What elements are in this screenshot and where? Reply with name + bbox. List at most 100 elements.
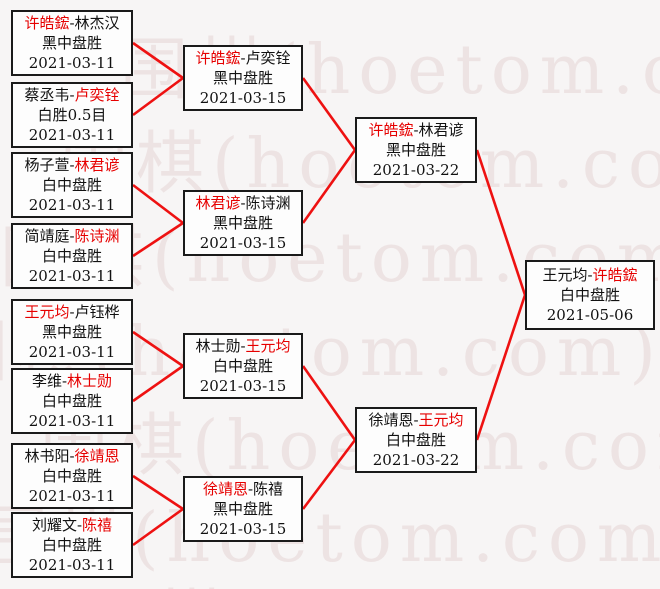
match-date: 2021-03-15 bbox=[199, 234, 287, 252]
player-separator: - bbox=[587, 266, 593, 284]
player-name-loser: 蔡丞韦 bbox=[24, 86, 70, 104]
match-date: 2021-03-15 bbox=[199, 377, 287, 395]
player-separator: - bbox=[69, 86, 75, 104]
match-result: 白中盘胜 bbox=[41, 247, 102, 265]
player-name-loser: 林书阳 bbox=[24, 447, 70, 465]
player-separator: - bbox=[61, 372, 68, 390]
player-name-winner: 徐靖恩 bbox=[202, 480, 248, 498]
match-date: 2021-03-15 bbox=[199, 520, 287, 538]
matchup-line: 林书阳-徐靖恩 bbox=[24, 446, 119, 466]
player-name-winner: 陈诗渊 bbox=[74, 227, 120, 245]
match-box-semifinal-2: 徐靖恩-王元均白中盘胜 2021-03-22 bbox=[355, 407, 477, 473]
player-name-winner: 许皓鋐 bbox=[195, 49, 241, 67]
match-result: 白中盘胜 bbox=[41, 467, 102, 485]
player-name-loser: 林杰汉 bbox=[74, 14, 120, 32]
match-result: 白中盘胜 bbox=[41, 536, 102, 554]
player-name-loser: 刘耀文 bbox=[31, 516, 77, 534]
player-name-loser: 陈禧 bbox=[253, 480, 284, 498]
player-name-winner: 王元均 bbox=[245, 337, 291, 355]
player-name-winner: 林士勋 bbox=[67, 372, 113, 390]
match-date: 2021-03-11 bbox=[28, 343, 116, 361]
match-result: 黑中盘胜 bbox=[212, 69, 273, 87]
match-date: 2021-03-22 bbox=[372, 161, 460, 179]
matchup-line: 李维-林士勋 bbox=[32, 371, 112, 391]
match-result: 白中盘胜 bbox=[41, 392, 102, 410]
match-result: 黑中盘胜 bbox=[385, 141, 446, 159]
matchup-line: 简靖庭-陈诗渊 bbox=[24, 226, 119, 246]
player-name-loser: 林士勋 bbox=[195, 337, 241, 355]
player-separator: - bbox=[69, 14, 75, 32]
match-date: 2021-03-22 bbox=[372, 451, 460, 469]
player-separator: - bbox=[69, 303, 75, 321]
player-name-loser: 徐靖恩 bbox=[368, 411, 414, 429]
player-separator: - bbox=[247, 480, 254, 498]
match-date: 2021-03-11 bbox=[28, 267, 116, 285]
player-name-winner: 王元均 bbox=[418, 411, 464, 429]
player-name-loser: 简靖庭 bbox=[24, 227, 70, 245]
match-date: 2021-03-11 bbox=[28, 412, 116, 430]
match-date: 2021-03-11 bbox=[28, 196, 116, 214]
player-separator: - bbox=[69, 227, 75, 245]
player-name-winner: 林君谚 bbox=[74, 156, 120, 174]
match-result: 白胜0.5目 bbox=[37, 106, 107, 124]
player-name-winner: 林君谚 bbox=[195, 194, 241, 212]
player-name-winner: 许皓鋐 bbox=[592, 266, 638, 284]
matchup-line: 林士勋-王元均 bbox=[195, 336, 290, 356]
match-box-round-2-2: 林君谚-陈诗渊黑中盘胜 2021-03-15 bbox=[183, 190, 303, 256]
player-name-winner: 许皓鋐 bbox=[368, 121, 414, 139]
matchup-line: 徐靖恩-陈禧 bbox=[203, 479, 283, 499]
match-result: 黑中盘胜 bbox=[41, 323, 102, 341]
match-date: 2021-03-15 bbox=[199, 89, 287, 107]
match-date: 2021-03-11 bbox=[28, 126, 116, 144]
matchup-line: 许皓鋐-林君谚 bbox=[368, 120, 463, 140]
player-name-loser: 李维 bbox=[31, 372, 62, 390]
player-separator: - bbox=[240, 49, 246, 67]
player-name-loser: 王元均 bbox=[542, 266, 588, 284]
match-result: 白中盘胜 bbox=[385, 431, 446, 449]
player-name-winner: 许皓鋐 bbox=[24, 14, 70, 32]
player-separator: - bbox=[69, 156, 75, 174]
player-separator: - bbox=[69, 447, 75, 465]
matchup-line: 林君谚-陈诗渊 bbox=[195, 193, 290, 213]
match-date: 2021-05-06 bbox=[546, 306, 634, 324]
watermark-text: 围棋(hoetom.com) bbox=[80, 566, 660, 589]
match-result: 黑中盘胜 bbox=[212, 214, 273, 232]
match-result: 白中盘胜 bbox=[212, 357, 273, 375]
match-box-semifinal-1: 许皓鋐-林君谚黑中盘胜 2021-03-22 bbox=[355, 117, 477, 183]
matchup-line: 刘耀文-陈禧 bbox=[32, 515, 112, 535]
match-result: 黑中盘胜 bbox=[212, 500, 273, 518]
player-separator: - bbox=[76, 516, 83, 534]
player-name-loser: 杨子萱 bbox=[24, 156, 70, 174]
matchup-line: 徐靖恩-王元均 bbox=[368, 410, 463, 430]
matchup-line: 王元均-卢钰桦 bbox=[24, 302, 119, 322]
match-result: 白中盘胜 bbox=[559, 286, 620, 304]
match-date: 2021-03-11 bbox=[28, 487, 116, 505]
player-separator: - bbox=[413, 121, 419, 139]
player-name-loser: 陈诗渊 bbox=[245, 194, 291, 212]
match-box-round-1-5: 王元均-卢钰桦黑中盘胜 2021-03-11 bbox=[11, 299, 133, 365]
matchup-line: 杨子萱-林君谚 bbox=[24, 155, 119, 175]
match-date: 2021-03-11 bbox=[28, 54, 116, 72]
match-result: 白中盘胜 bbox=[41, 176, 102, 194]
player-separator: - bbox=[240, 337, 246, 355]
player-name-winner: 徐靖恩 bbox=[74, 447, 120, 465]
matchup-line: 蔡丞韦-卢奕铨 bbox=[24, 85, 119, 105]
matchup-line: 王元均-许皓鋐 bbox=[542, 265, 637, 285]
match-result: 黑中盘胜 bbox=[41, 34, 102, 52]
player-name-winner: 卢奕铨 bbox=[74, 86, 120, 104]
matchup-line: 许皓鋐-林杰汉 bbox=[24, 13, 119, 33]
